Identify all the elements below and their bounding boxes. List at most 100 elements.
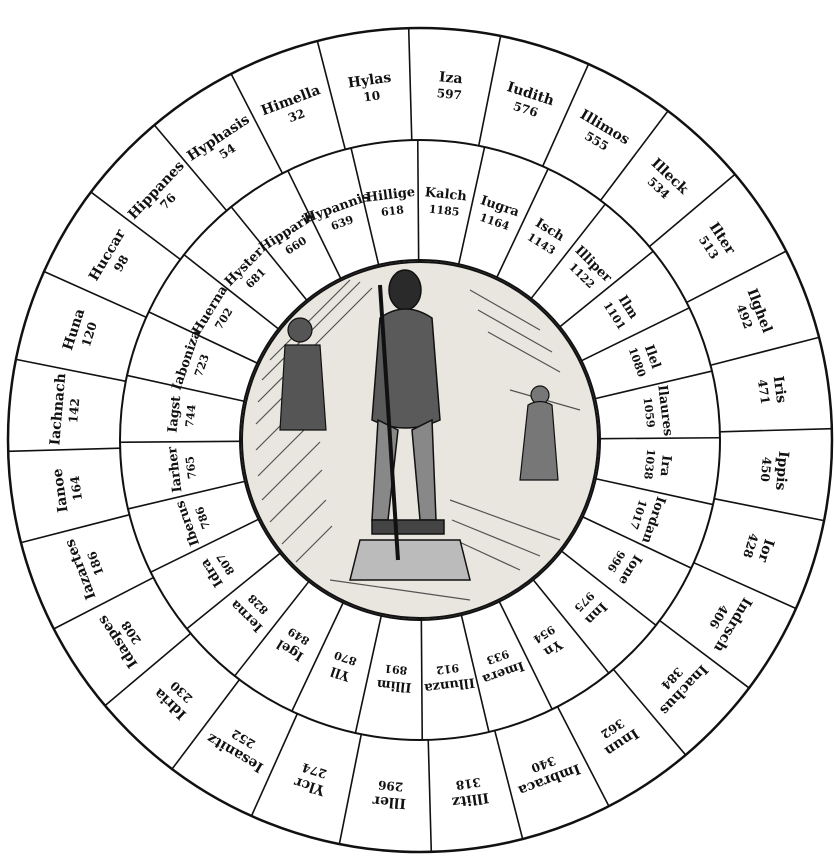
outer-river-number: 164: [68, 475, 85, 502]
outer-divider: [720, 429, 832, 432]
outer-divider: [479, 36, 501, 146]
outer-river-number: 10: [363, 88, 381, 104]
outer-cell: Ior428: [740, 531, 777, 564]
outer-cell: Hippanes76: [125, 158, 199, 233]
inner-river-number: 1038: [641, 448, 657, 480]
outer-river-name: Inachus: [656, 661, 711, 718]
outer-cell: Ilghel492: [730, 286, 775, 340]
outer-river-number: 597: [436, 86, 462, 102]
outer-river-name: Iachnach: [47, 373, 69, 446]
outer-divider: [714, 499, 824, 521]
outer-river-name: Iller: [371, 792, 406, 811]
outer-river-number: 318: [455, 775, 482, 792]
outer-river-number: 142: [66, 398, 82, 424]
inner-river-name: Hillige: [365, 185, 416, 206]
outer-divider: [8, 448, 120, 451]
inner-river-name: Illunza: [423, 674, 476, 695]
inner-cell: Imera933: [475, 644, 526, 687]
inner-river-name: Ira: [657, 454, 674, 477]
inner-divider: [600, 438, 720, 439]
inner-river-number: 744: [183, 403, 198, 428]
inner-river-number: 912: [435, 661, 459, 677]
outer-river-number: 471: [755, 378, 772, 405]
inner-cell: Kalch1185: [423, 185, 468, 219]
inner-river-name: Iagst: [165, 395, 184, 433]
inner-cell: Iaboniza723: [170, 328, 219, 397]
center-woodcut-medallion: [242, 262, 598, 618]
inner-cell: Ilel1080: [626, 340, 665, 379]
inner-river-number: 765: [183, 455, 199, 479]
outer-divider: [16, 359, 126, 381]
outer-divider: [558, 707, 609, 807]
inner-river-name: Ilaures: [654, 384, 675, 437]
outer-cell: Illimos555: [569, 107, 632, 162]
outer-cell: Himella32: [259, 82, 328, 133]
inner-river-name: Illim: [376, 676, 412, 695]
inner-cell: Idra807: [197, 547, 239, 589]
inner-divider: [421, 620, 422, 740]
inner-cell: Iagst744: [165, 395, 199, 435]
outer-river-number: 450: [758, 456, 774, 482]
outer-river-name: Hippanes: [125, 158, 188, 223]
outer-river-name: Ippis: [772, 450, 791, 491]
outer-river-name: Hyphasis: [184, 112, 252, 165]
inner-cell: Ione996: [602, 544, 645, 587]
inner-divider: [120, 441, 240, 442]
outer-divider: [711, 337, 819, 365]
outer-divider: [339, 734, 361, 844]
outer-divider: [409, 28, 412, 140]
outer-cell: Illeck534: [638, 155, 692, 208]
inner-river-number: 1059: [641, 396, 658, 428]
outer-divider: [687, 251, 787, 302]
inner-cell: Isch1143: [525, 216, 567, 258]
outer-cell: Ianoe164: [50, 465, 87, 513]
outer-cell: Huccar98: [86, 226, 142, 291]
inner-cell: Ilm1101: [601, 290, 643, 332]
outer-river-name: Ianoe: [50, 467, 72, 513]
outer-cell: Hylas10: [347, 70, 395, 107]
inner-river-number: 618: [380, 203, 405, 219]
outer-river-name: Iza: [438, 69, 463, 87]
inner-river-number: 1185: [428, 203, 460, 219]
inner-river-name: Kalch: [424, 185, 468, 204]
inner-divider: [355, 616, 381, 733]
outer-river-name: Hylas: [347, 70, 393, 92]
outer-river-number: 296: [378, 778, 404, 794]
outer-divider: [428, 740, 431, 852]
inner-river-number: 891: [384, 662, 408, 677]
outer-cell: Iachnach142: [47, 373, 84, 448]
inner-divider: [595, 371, 712, 399]
inner-river-name: Iarher: [165, 446, 185, 494]
